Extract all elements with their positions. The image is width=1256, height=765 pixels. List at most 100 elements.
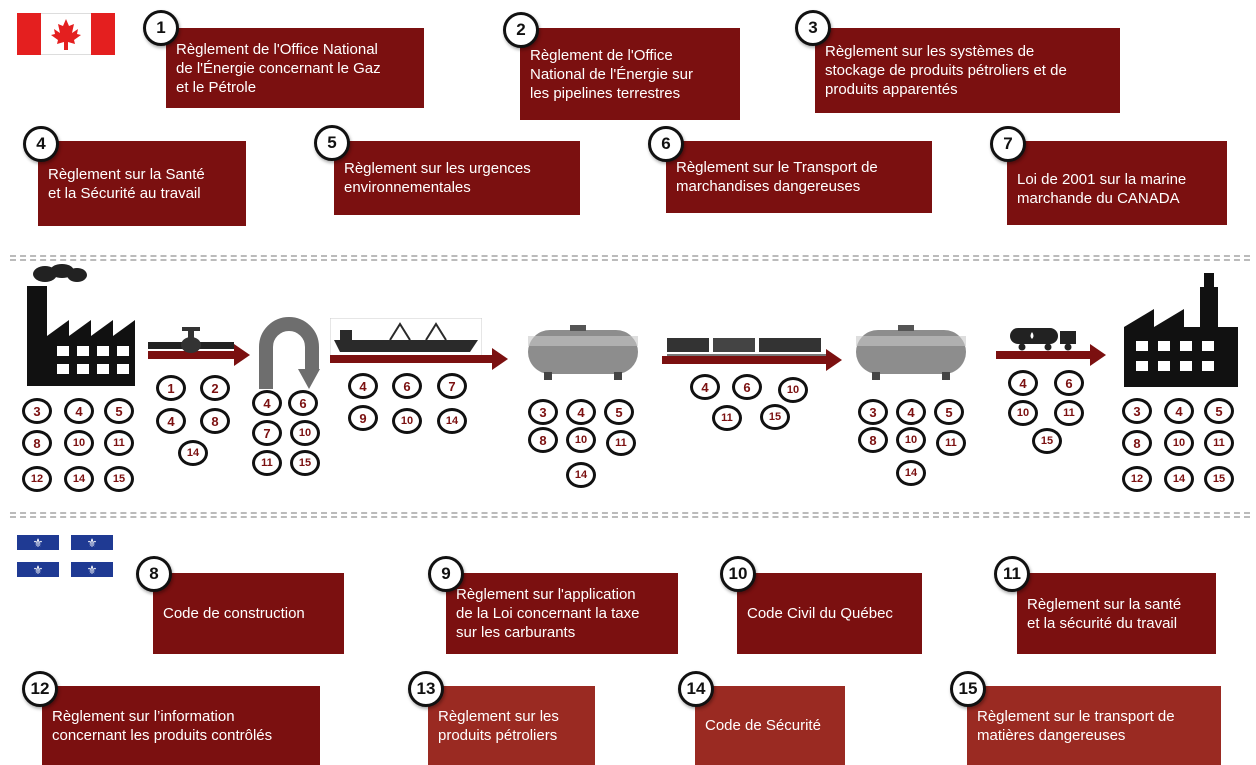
regulation-box-14: Code de Sécurité bbox=[695, 686, 845, 765]
flow-arrow bbox=[662, 349, 842, 371]
regulation-ref-storage-terminal: 3 bbox=[528, 399, 558, 425]
regulation-ref-storage-terminal: 4 bbox=[566, 399, 596, 425]
regulation-number-badge: 4 bbox=[23, 126, 59, 162]
regulation-ref-refinery: 11 bbox=[104, 430, 134, 456]
regulation-ref-distribution: 14 bbox=[1164, 466, 1194, 492]
regulation-box-10: Code Civil du Québec bbox=[737, 573, 922, 654]
regulation-ref-truck: 10 bbox=[1008, 400, 1038, 426]
regulation-box-4: Règlement sur la Santé et la Sécurité au… bbox=[38, 141, 246, 226]
regulation-ref-ship: 10 bbox=[392, 408, 422, 434]
regulation-ref-distribution: 11 bbox=[1204, 430, 1234, 456]
regulation-ref-depot: 4 bbox=[896, 399, 926, 425]
regulation-title: Loi de 2001 sur la marine marchande du C… bbox=[1017, 171, 1187, 207]
regulation-ref-storage-terminal: 11 bbox=[606, 430, 636, 456]
regulation-ref-depot: 5 bbox=[934, 399, 964, 425]
regulation-ref-ship: 7 bbox=[437, 373, 467, 399]
regulation-ref-refinery: 14 bbox=[64, 466, 94, 492]
regulation-ref-truck: 6 bbox=[1054, 370, 1084, 396]
regulation-ref-refinery: 15 bbox=[104, 466, 134, 492]
regulation-number-badge: 6 bbox=[648, 126, 684, 162]
regulation-ref-ship: 9 bbox=[348, 405, 378, 431]
regulation-ref-ship: 14 bbox=[437, 408, 467, 434]
regulation-ref-ship: 4 bbox=[348, 373, 378, 399]
regulation-number-badge: 1 bbox=[143, 10, 179, 46]
regulation-ref-loading: 7 bbox=[252, 420, 282, 446]
regulation-ref-loading: 4 bbox=[252, 390, 282, 416]
regulation-ref-truck: 15 bbox=[1032, 428, 1062, 454]
regulation-ref-truck: 4 bbox=[1008, 370, 1038, 396]
regulation-ref-loading: 6 bbox=[288, 390, 318, 416]
regulation-ref-loading: 11 bbox=[252, 450, 282, 476]
regulation-title: Règlement de l'Office National de l'Éner… bbox=[530, 46, 693, 102]
regulation-ref-depot: 8 bbox=[858, 427, 888, 453]
section-divider-top bbox=[10, 255, 1250, 261]
regulation-number-badge: 3 bbox=[795, 10, 831, 46]
regulation-title: Code de Sécurité bbox=[705, 717, 821, 734]
storage-tank-icon bbox=[846, 324, 976, 382]
regulation-box-6: Règlement sur le Transport de marchandis… bbox=[666, 141, 932, 213]
regulation-ref-rail: 6 bbox=[732, 374, 762, 400]
flow-arrow bbox=[148, 344, 250, 366]
section-divider-bottom bbox=[10, 512, 1250, 518]
regulation-ref-pipeline: 2 bbox=[200, 375, 230, 401]
regulation-ref-distribution: 12 bbox=[1122, 466, 1152, 492]
regulation-ref-distribution: 8 bbox=[1122, 430, 1152, 456]
regulation-title: Code de construction bbox=[163, 605, 305, 622]
regulation-box-9: Règlement sur l'application de la Loi co… bbox=[446, 573, 678, 654]
pipeline-valve-icon bbox=[148, 325, 234, 355]
regulation-ref-distribution: 15 bbox=[1204, 466, 1234, 492]
regulation-ref-distribution: 3 bbox=[1122, 398, 1152, 424]
regulation-ref-refinery: 12 bbox=[22, 466, 52, 492]
regulation-ref-refinery: 10 bbox=[64, 430, 94, 456]
regulation-title: Règlement de l'Office National de l'Éner… bbox=[176, 40, 381, 96]
svg-text:⚜: ⚜ bbox=[33, 536, 44, 550]
regulation-ref-pipeline: 14 bbox=[178, 440, 208, 466]
svg-text:⚜: ⚜ bbox=[87, 563, 98, 577]
regulation-ref-storage-terminal: 8 bbox=[528, 427, 558, 453]
regulation-title: Règlement sur la santé et la sécurité du… bbox=[1027, 595, 1182, 632]
tanker-truck-icon bbox=[1008, 325, 1080, 351]
regulation-ref-pipeline: 8 bbox=[200, 408, 230, 434]
regulation-number-badge: 14 bbox=[678, 671, 714, 707]
regulation-box-11: Règlement sur la santé et la sécurité du… bbox=[1017, 573, 1216, 654]
regulation-ref-depot: 14 bbox=[896, 460, 926, 486]
regulation-ref-distribution: 4 bbox=[1164, 398, 1194, 424]
regulation-number-badge: 9 bbox=[428, 556, 464, 592]
regulation-ref-refinery: 8 bbox=[22, 430, 52, 456]
flow-arrow bbox=[330, 348, 508, 370]
regulation-box-1: Règlement de l'Office National de l'Éner… bbox=[166, 28, 424, 108]
regulation-ref-pipeline: 1 bbox=[156, 375, 186, 401]
regulation-box-13: Règlement sur les produits pétroliers bbox=[428, 686, 595, 765]
regulation-ref-refinery: 3 bbox=[22, 398, 52, 424]
storage-tank-icon bbox=[518, 324, 648, 382]
factory-icon bbox=[1116, 265, 1244, 389]
regulation-ref-distribution: 10 bbox=[1164, 430, 1194, 456]
regulation-ref-distribution: 5 bbox=[1204, 398, 1234, 424]
regulation-ref-rail: 4 bbox=[690, 374, 720, 400]
tanker-ship-icon bbox=[329, 317, 483, 359]
regulation-ref-refinery: 5 bbox=[104, 398, 134, 424]
regulation-title: Code Civil du Québec bbox=[747, 605, 893, 622]
canada-flag-icon bbox=[16, 12, 116, 56]
regulation-ref-depot: 11 bbox=[936, 430, 966, 456]
regulation-box-12: Règlement sur l’information concernant l… bbox=[42, 686, 320, 765]
regulation-ref-depot: 3 bbox=[858, 399, 888, 425]
regulation-title: Règlement sur le Transport de marchandis… bbox=[676, 159, 878, 195]
train-icon bbox=[667, 336, 827, 358]
regulation-number-badge: 13 bbox=[408, 671, 444, 707]
loading-arc-icon bbox=[258, 313, 320, 391]
regulation-title: Règlement sur l'application de la Loi co… bbox=[456, 586, 640, 641]
flow-arrow bbox=[996, 344, 1106, 366]
regulation-ref-storage-terminal: 5 bbox=[604, 399, 634, 425]
regulation-box-5: Règlement sur les urgences environnement… bbox=[334, 141, 580, 215]
regulation-title: Règlement sur les produits pétroliers bbox=[438, 707, 559, 744]
regulation-box-15: Règlement sur le transport de matières d… bbox=[967, 686, 1221, 765]
regulation-ref-pipeline: 4 bbox=[156, 408, 186, 434]
regulation-title: Règlement sur l’information concernant l… bbox=[52, 707, 273, 744]
regulation-title: Règlement sur les urgences environnement… bbox=[344, 160, 531, 196]
regulation-box-3: Règlement sur les systèmes de stockage d… bbox=[815, 28, 1120, 113]
regulation-number-badge: 15 bbox=[950, 671, 986, 707]
regulation-number-badge: 5 bbox=[314, 125, 350, 161]
regulation-ref-loading: 10 bbox=[290, 420, 320, 446]
regulation-title: Règlement sur le transport de matières d… bbox=[977, 707, 1175, 744]
